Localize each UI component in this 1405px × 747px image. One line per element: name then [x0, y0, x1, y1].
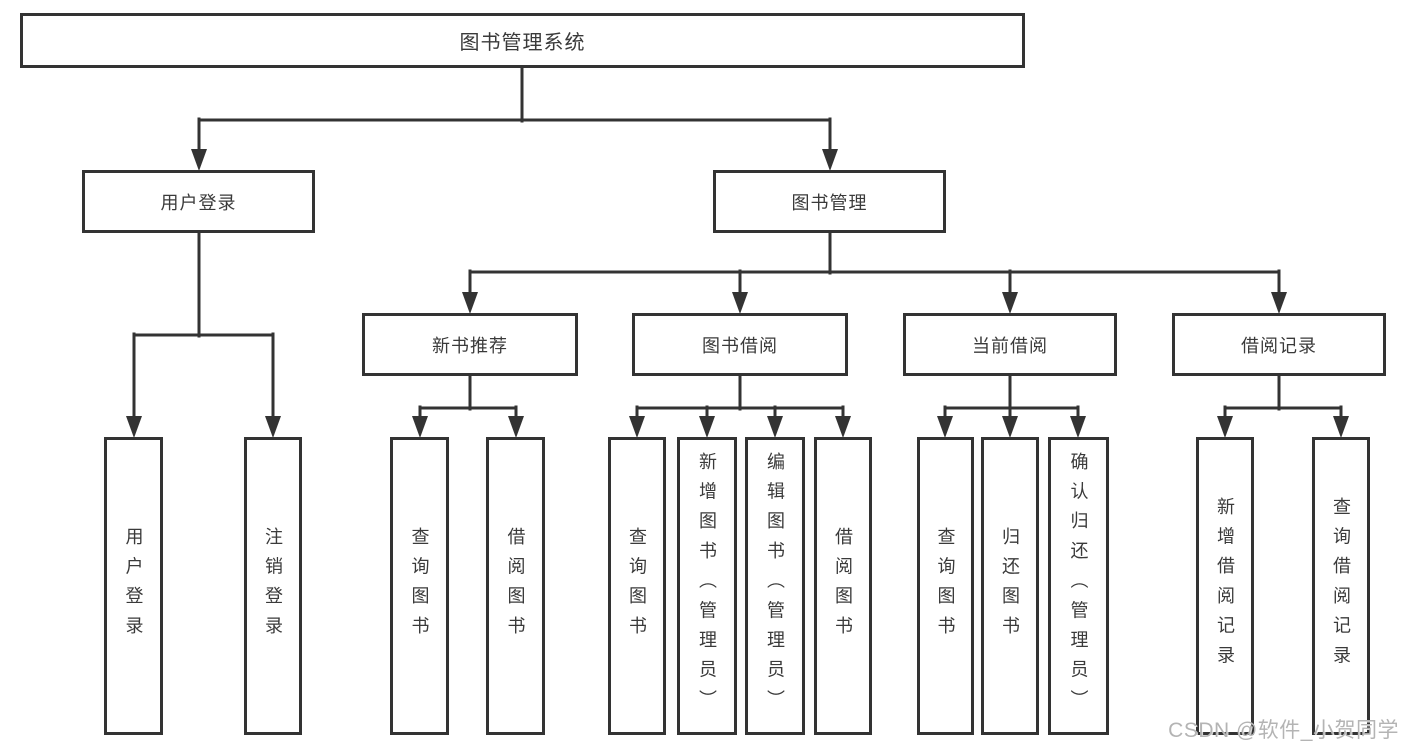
arrowheads	[126, 149, 1349, 438]
node-label: 新书推荐	[432, 335, 508, 356]
node-confirm-return-admin: 确认归还（管理员）	[1048, 437, 1109, 735]
node-book-borrow: 图书借阅	[632, 313, 848, 376]
node-query-borrow-record: 查询借阅记录	[1312, 437, 1370, 735]
node-label: 图书借阅	[702, 335, 778, 356]
node-label: 用户登录	[160, 192, 237, 213]
arrow-down-icon	[508, 416, 524, 438]
node-new-book-recommend: 新书推荐	[362, 313, 578, 376]
arrow-down-icon	[1070, 416, 1086, 438]
arrow-down-icon	[412, 416, 428, 438]
node-borrow-records: 借阅记录	[1172, 313, 1386, 376]
node-label: 归还图书	[1000, 526, 1020, 646]
node-label: 借阅记录	[1241, 335, 1317, 356]
node-label: 查询图书	[627, 526, 647, 646]
arrow-down-icon	[1002, 416, 1018, 438]
node-label: 图书管理系统	[459, 32, 586, 54]
arrow-down-icon	[191, 149, 207, 171]
node-add-book-admin: 新增图书（管理员）	[677, 437, 737, 735]
arrow-down-icon	[1002, 292, 1018, 314]
node-query-books-3: 查询图书	[917, 437, 974, 735]
node-book-management-system: 图书管理系统	[20, 13, 1025, 68]
node-label: 确认归还（管理员）	[1068, 452, 1089, 720]
arrow-down-icon	[937, 416, 953, 438]
node-current-borrow: 当前借阅	[903, 313, 1117, 376]
arrow-down-icon	[265, 416, 281, 438]
node-book-management: 图书管理	[713, 170, 946, 233]
node-borrow-books: 借阅图书	[486, 437, 545, 735]
arrow-down-icon	[126, 416, 142, 438]
node-label: 新增图书（管理员）	[697, 452, 717, 720]
node-add-borrow-record: 新增借阅记录	[1196, 437, 1254, 735]
arrow-down-icon	[462, 292, 478, 314]
node-return-book: 归还图书	[981, 437, 1039, 735]
node-label: 注销登录	[263, 526, 283, 646]
node-label: 新增借阅记录	[1215, 496, 1235, 676]
node-query-books: 查询图书	[390, 437, 449, 735]
arrow-down-icon	[822, 149, 838, 171]
node-logout: 注销登录	[244, 437, 302, 735]
arrow-down-icon	[835, 416, 851, 438]
arrow-down-icon	[732, 292, 748, 314]
node-user-login: 用户登录	[82, 170, 315, 233]
node-label: 查询图书	[409, 526, 430, 646]
arrow-down-icon	[1217, 416, 1233, 438]
watermark: CSDN @软件_小贺同学	[1168, 719, 1399, 742]
node-label: 用户登录	[123, 526, 144, 646]
node-label: 当前借阅	[972, 335, 1048, 356]
node-label: 查询图书	[935, 526, 956, 646]
node-label: 编辑图书（管理员）	[765, 452, 785, 720]
node-label: 查询借阅记录	[1331, 496, 1351, 676]
node-user-login-leaf: 用户登录	[104, 437, 163, 735]
arrow-down-icon	[699, 416, 715, 438]
node-label: 借阅图书	[505, 526, 526, 646]
node-query-books-2: 查询图书	[608, 437, 666, 735]
node-label: 图书管理	[791, 192, 868, 213]
node-edit-book-admin: 编辑图书（管理员）	[745, 437, 805, 735]
arrow-down-icon	[1333, 416, 1349, 438]
arrow-down-icon	[629, 416, 645, 438]
arrow-down-icon	[1271, 292, 1287, 314]
node-label: 借阅图书	[833, 526, 853, 646]
arrow-down-icon	[767, 416, 783, 438]
node-borrow-books-2: 借阅图书	[814, 437, 872, 735]
